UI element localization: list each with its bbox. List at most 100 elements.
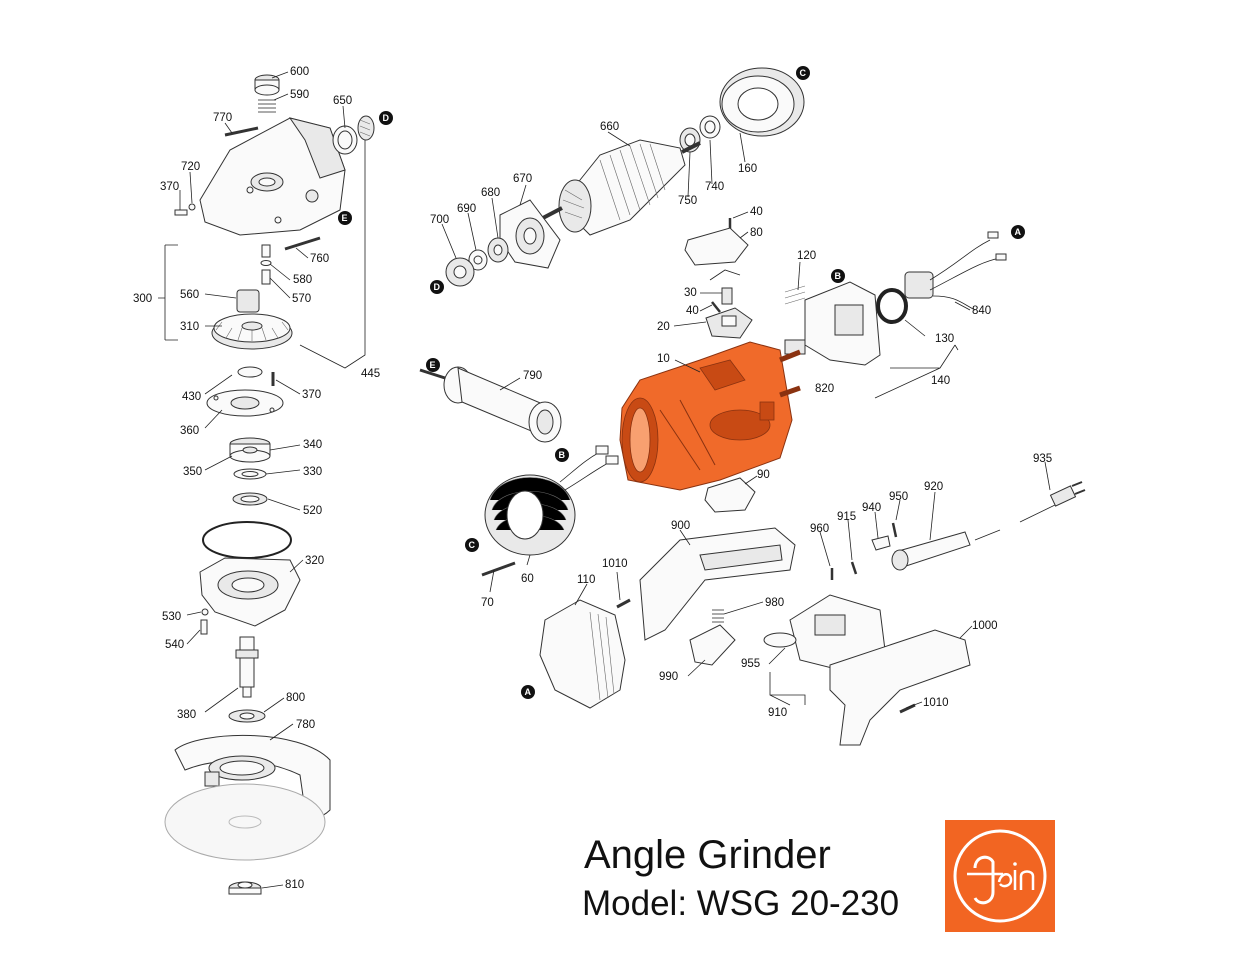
label-530: 530 (162, 611, 181, 623)
label-130: 130 (935, 333, 954, 345)
label-370b: 370 (302, 389, 321, 401)
callout-d-bottom (430, 280, 444, 294)
svg-text:C: C (469, 540, 476, 550)
label-330: 330 (303, 466, 322, 478)
title-block: Angle Grinder Model: WSG 20-230 (582, 832, 942, 924)
label-310: 310 (180, 321, 199, 333)
side-handle (419, 366, 562, 443)
label-60: 60 (521, 573, 534, 585)
label-780: 780 (296, 719, 315, 731)
model-line: Model: WSG 20-230 (582, 884, 900, 923)
field-coil (481, 445, 619, 577)
label-980: 980 (765, 597, 784, 609)
svg-text:D: D (434, 282, 441, 292)
label-370: 370 (160, 181, 179, 193)
label-10: 10 (657, 353, 670, 365)
label-680: 680 (481, 187, 500, 199)
label-340: 340 (303, 439, 322, 451)
label-960: 960 (810, 523, 829, 535)
label-650: 650 (333, 95, 352, 107)
callout-markers: C D E A B D E B C A (338, 66, 1025, 699)
label-520: 520 (303, 505, 322, 517)
label-580: 580 (293, 274, 312, 286)
label-320: 320 (305, 555, 324, 567)
callout-d-top (379, 111, 393, 125)
label-380: 380 (177, 709, 196, 721)
rear-handle-assembly (539, 481, 1086, 746)
label-600: 600 (290, 66, 309, 78)
label-840: 840 (972, 305, 991, 317)
label-820: 820 (815, 383, 834, 395)
label-690: 690 (457, 203, 476, 215)
label-915: 915 (837, 511, 856, 523)
label-700: 700 (430, 214, 449, 226)
part-number-labels: 600 590 770 650 720 370 760 580 570 560 … (133, 66, 1052, 891)
leader-lines (179, 71, 1051, 889)
svg-text:C: C (800, 68, 807, 78)
svg-text:A: A (1015, 227, 1022, 237)
callout-a-top (1011, 225, 1025, 239)
svg-text:D: D (383, 113, 390, 123)
label-800: 800 (286, 692, 305, 704)
label-140: 140 (931, 375, 950, 387)
label-110: 110 (577, 574, 595, 586)
label-955: 955 (741, 658, 760, 670)
callout-e-bottom (426, 358, 440, 372)
svg-text:A: A (525, 687, 532, 697)
fein-logo (945, 820, 1055, 932)
label-810: 810 (285, 879, 304, 891)
callout-b-bottom (555, 448, 569, 462)
label-430: 430 (182, 391, 201, 403)
label-560: 560 (180, 289, 199, 301)
fein-logo-mark (953, 829, 1047, 923)
label-30: 30 (684, 287, 697, 299)
label-120: 120 (797, 250, 816, 262)
label-1010: 1010 (602, 558, 628, 570)
label-940: 940 (862, 502, 881, 514)
label-720: 720 (181, 161, 200, 173)
gear-head-assembly (158, 74, 375, 895)
label-540: 540 (165, 639, 184, 651)
svg-text:B: B (835, 271, 842, 281)
callout-c-top (796, 66, 810, 80)
callout-b-top (831, 269, 845, 283)
label-670: 670 (513, 173, 532, 185)
brush-and-electronics (684, 218, 1007, 399)
motor-housing-highlighted (619, 341, 801, 513)
label-90: 90 (757, 469, 770, 481)
label-770: 770 (213, 112, 232, 124)
label-445: 445 (361, 368, 380, 380)
label-790: 790 (523, 370, 542, 382)
label-300: 300 (133, 293, 152, 305)
label-20: 20 (657, 321, 670, 333)
label-950: 950 (889, 491, 908, 503)
callout-a-bottom (521, 685, 535, 699)
svg-text:E: E (342, 213, 348, 223)
label-570: 570 (292, 293, 311, 305)
svg-text:B: B (559, 450, 566, 460)
armature-assembly (445, 67, 805, 287)
label-160: 160 (738, 163, 757, 175)
label-920: 920 (924, 481, 943, 493)
label-40: 40 (750, 206, 763, 218)
label-910: 910 (768, 707, 787, 719)
label-80: 80 (750, 227, 763, 239)
label-760: 760 (310, 253, 329, 265)
label-660: 660 (600, 121, 619, 133)
label-935: 935 (1033, 453, 1052, 465)
label-750: 750 (678, 195, 697, 207)
label-900: 900 (671, 520, 690, 532)
callout-e-top (338, 211, 352, 225)
label-360: 360 (180, 425, 199, 437)
callout-c-bottom (465, 538, 479, 552)
product-title: Angle Grinder (584, 833, 831, 877)
label-590: 590 (290, 89, 309, 101)
label-740: 740 (705, 181, 724, 193)
label-70: 70 (481, 597, 494, 609)
label-1010b: 1010 (923, 697, 949, 709)
label-350: 350 (183, 466, 202, 478)
label-40b: 40 (686, 305, 699, 317)
label-1000: 1000 (972, 620, 998, 632)
label-990: 990 (659, 671, 678, 683)
